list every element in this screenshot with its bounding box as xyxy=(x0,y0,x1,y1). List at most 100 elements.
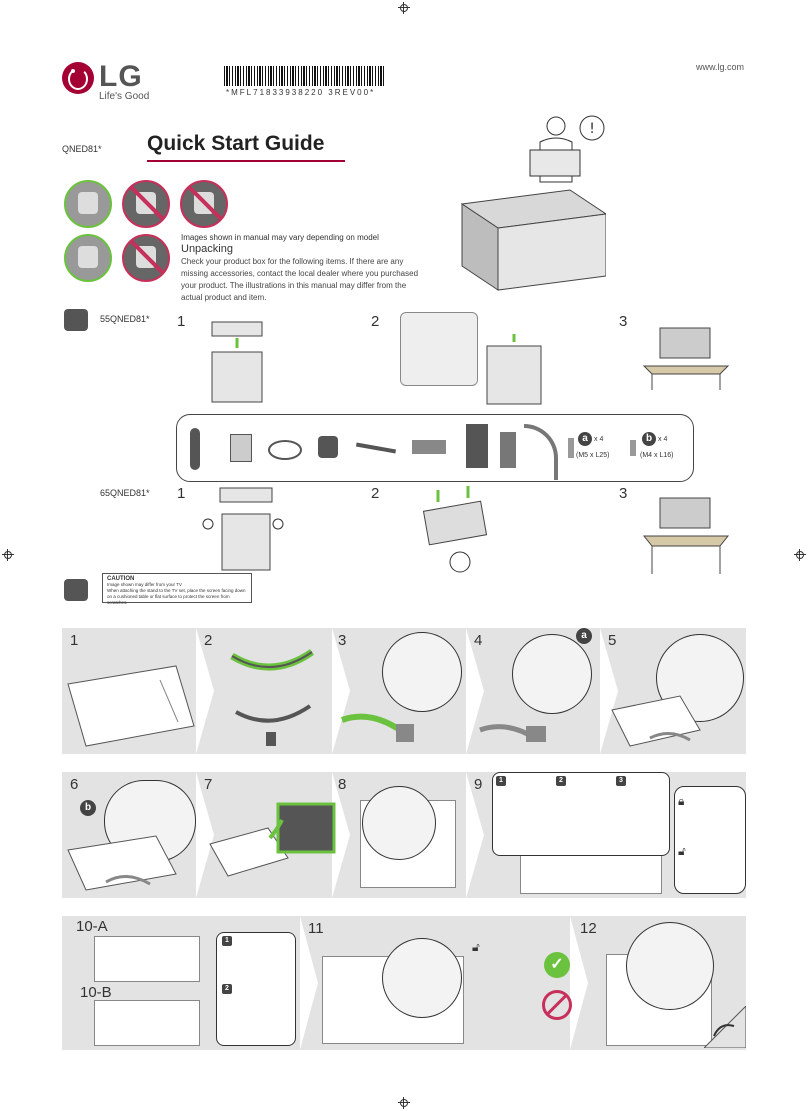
inset-step-number: 2 xyxy=(556,776,566,786)
model-number: QNED81* xyxy=(62,144,102,154)
inset-step-number: 1 xyxy=(496,776,506,786)
unpack-step-number: 2 xyxy=(371,313,380,330)
lg-logo-icon xyxy=(62,62,94,94)
caution-title: CAUTION xyxy=(107,576,135,582)
assembly-step-number: 1 xyxy=(70,632,79,649)
registration-mark-left xyxy=(2,549,14,561)
tv-back-illustration xyxy=(94,936,200,982)
unpacking-heading: Unpacking xyxy=(181,243,233,255)
two-person-lift-illustration xyxy=(422,486,488,573)
handling-no-icon xyxy=(180,180,228,228)
screw-b-badge: b xyxy=(80,800,96,816)
registration-mark-top xyxy=(398,2,410,14)
svg-text:!: ! xyxy=(589,121,595,137)
assembly-step-number: 11 xyxy=(308,920,324,937)
assembly-step-number: 2 xyxy=(204,632,213,649)
tv-face-down-illustration xyxy=(67,665,195,747)
title-underline xyxy=(147,160,345,162)
screw-b-spec: (M4 x L16) xyxy=(640,452,674,459)
zoom-detail xyxy=(626,922,714,1010)
tv-with-stand-illustration xyxy=(67,835,177,891)
step-divider xyxy=(332,628,350,754)
box-unpack-illustration xyxy=(211,321,263,403)
tv-box-illustration xyxy=(460,189,606,291)
sub-step-number: 1 xyxy=(222,936,232,946)
page-title: Quick Start Guide xyxy=(147,132,325,155)
screw-b-icon xyxy=(630,440,636,456)
step-divider xyxy=(466,628,484,754)
brand-name: LG xyxy=(99,60,143,93)
zoom-detail xyxy=(382,938,462,1018)
step-divider xyxy=(196,772,214,898)
unpack-step-number: 2 xyxy=(371,485,380,502)
zoom-detail xyxy=(362,786,436,860)
screw-a-quantity: x 4 xyxy=(594,436,604,443)
step-divider xyxy=(600,628,618,754)
lock-detail-inset xyxy=(674,786,746,894)
images-note: Images shown in manual may vary dependin… xyxy=(181,233,379,242)
unpack-step-number: 1 xyxy=(177,313,186,330)
brand-tagline: Life's Good xyxy=(99,91,150,102)
screw-a-icon xyxy=(568,438,574,458)
assembly-step-number: 12 xyxy=(580,920,597,937)
stand-base-icon xyxy=(466,424,488,468)
stand-arm-icon xyxy=(500,432,516,468)
screw-b-quantity: x 4 xyxy=(658,436,668,443)
box-icon xyxy=(64,309,88,331)
step-divider xyxy=(300,916,318,1050)
inset-step-number: 3 xyxy=(616,776,626,786)
manual-icon xyxy=(230,434,252,462)
cable-holder-icon xyxy=(318,436,338,458)
registration-mark-bottom xyxy=(398,1097,410,1109)
handling-no-icon xyxy=(122,180,170,228)
assembly-step-number: 10-A xyxy=(76,918,108,935)
assembly-step-number: 10-B xyxy=(80,984,112,1001)
assembly-step-number: 8 xyxy=(338,776,347,793)
tv-with-stand-illustration xyxy=(611,695,701,747)
assembly-step-number: 9 xyxy=(474,776,483,793)
model-label-55: 55QNED81* xyxy=(100,314,150,324)
model-label-65: 65QNED81* xyxy=(100,488,150,498)
assembly-step-number: 6 xyxy=(70,776,79,793)
correct-check-icon: ✓ xyxy=(544,952,570,978)
step-divider xyxy=(570,916,588,1050)
unlock-icon: 🔓︎ xyxy=(472,940,480,954)
caution-line-1: Image shown may differ from your TV xyxy=(107,582,182,587)
stand-base-illustration xyxy=(340,713,414,742)
unpack-step2-illustration xyxy=(400,312,478,386)
tv-on-table-illustration xyxy=(642,497,730,574)
assembly-step-number: 7 xyxy=(204,776,213,793)
unpack-step-number: 1 xyxy=(177,485,186,502)
registration-mark-right xyxy=(794,549,806,561)
zoom-detail xyxy=(512,634,592,714)
remote-control-icon xyxy=(190,428,200,470)
caution-line-2: When attaching the stand to the TV set, … xyxy=(107,588,246,605)
handling-ok-icon xyxy=(64,180,112,228)
barcode-icon xyxy=(224,66,384,86)
cable-tie-icon xyxy=(268,440,302,460)
cable-steps-inset xyxy=(492,772,670,856)
website-url: www.lg.com xyxy=(695,62,744,72)
unlock-icon: 🔓︎ xyxy=(678,844,686,858)
page-turn-icon xyxy=(704,1006,746,1048)
tv-on-table-illustration xyxy=(642,327,730,390)
step-divider xyxy=(466,772,484,898)
caution-broom-icon xyxy=(64,579,88,601)
incorrect-prohibited-icon xyxy=(542,990,572,1020)
person-lifting-icon: ! xyxy=(529,115,605,183)
handling-ok-icon xyxy=(64,234,112,282)
screw-b-badge: b xyxy=(642,432,656,446)
step-divider xyxy=(332,772,350,898)
assembly-step-number: 4 xyxy=(474,632,483,649)
barcode-text: *MFL71833938220 3REV00* xyxy=(226,88,376,97)
unpack-step-number: 3 xyxy=(619,485,628,502)
lock-icon: 🔒︎ xyxy=(678,794,685,808)
stand-base-illustration xyxy=(479,724,546,743)
caution-box: CAUTION Image shown may differ from your… xyxy=(102,573,252,605)
zoom-detail xyxy=(382,632,462,712)
handling-no-icon xyxy=(122,234,170,282)
box-open-illustration xyxy=(486,334,542,405)
big-box-unpack-illustration xyxy=(202,487,284,571)
stand-assembly-illustration xyxy=(230,649,315,746)
assembly-step-number: 5 xyxy=(608,632,617,649)
